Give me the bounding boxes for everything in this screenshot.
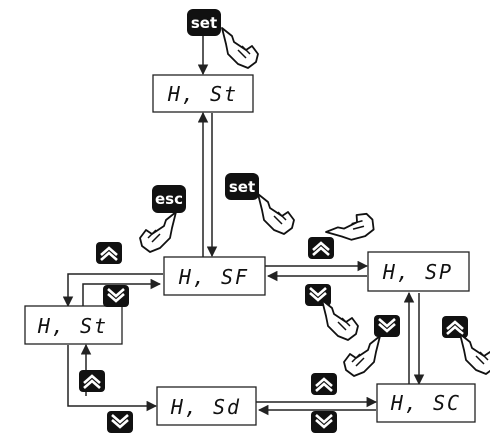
screen-bottom-label: H, Sd [170, 395, 241, 419]
esc-label: esc [155, 190, 183, 208]
hand-pointer-icon [321, 299, 359, 341]
set-label-middle: set [229, 178, 255, 196]
hand-pointer-icon [221, 27, 259, 69]
screen-left-label: H, St [37, 314, 108, 338]
screen-bottom-right-label: H, SC [390, 391, 461, 415]
down-button[interactable] [305, 284, 331, 306]
set-button-top[interactable]: set [187, 9, 221, 36]
screen-right: H, SP [367, 251, 470, 292]
esc-button[interactable]: esc [152, 185, 186, 213]
screen-bottom-right: H, SC [376, 383, 476, 423]
screen-center-label: H, SF [178, 265, 249, 289]
down-button[interactable] [103, 285, 129, 307]
up-button[interactable] [308, 237, 334, 259]
down-button[interactable] [311, 411, 337, 433]
up-button[interactable] [96, 242, 122, 264]
up-button[interactable] [311, 373, 337, 395]
screen-right-label: H, SP [382, 260, 453, 284]
hand-pointer-icon [139, 211, 177, 253]
set-label-top: set [191, 14, 217, 32]
hand-pointer-icon [343, 335, 381, 377]
screen-left: H, St [24, 305, 123, 345]
screen-center: H, SF [163, 256, 266, 296]
hand-pointer-icon [257, 193, 295, 235]
up-button[interactable] [79, 370, 105, 392]
screen-bottom: H, Sd [156, 386, 257, 426]
set-button-middle[interactable]: set [225, 173, 259, 200]
up-button[interactable] [442, 316, 468, 338]
hand-pointer-icon [459, 333, 490, 375]
screen-top: H, St [152, 74, 254, 113]
down-button[interactable] [107, 411, 133, 433]
screen-top-label: H, St [167, 82, 238, 106]
down-button[interactable] [374, 315, 400, 337]
